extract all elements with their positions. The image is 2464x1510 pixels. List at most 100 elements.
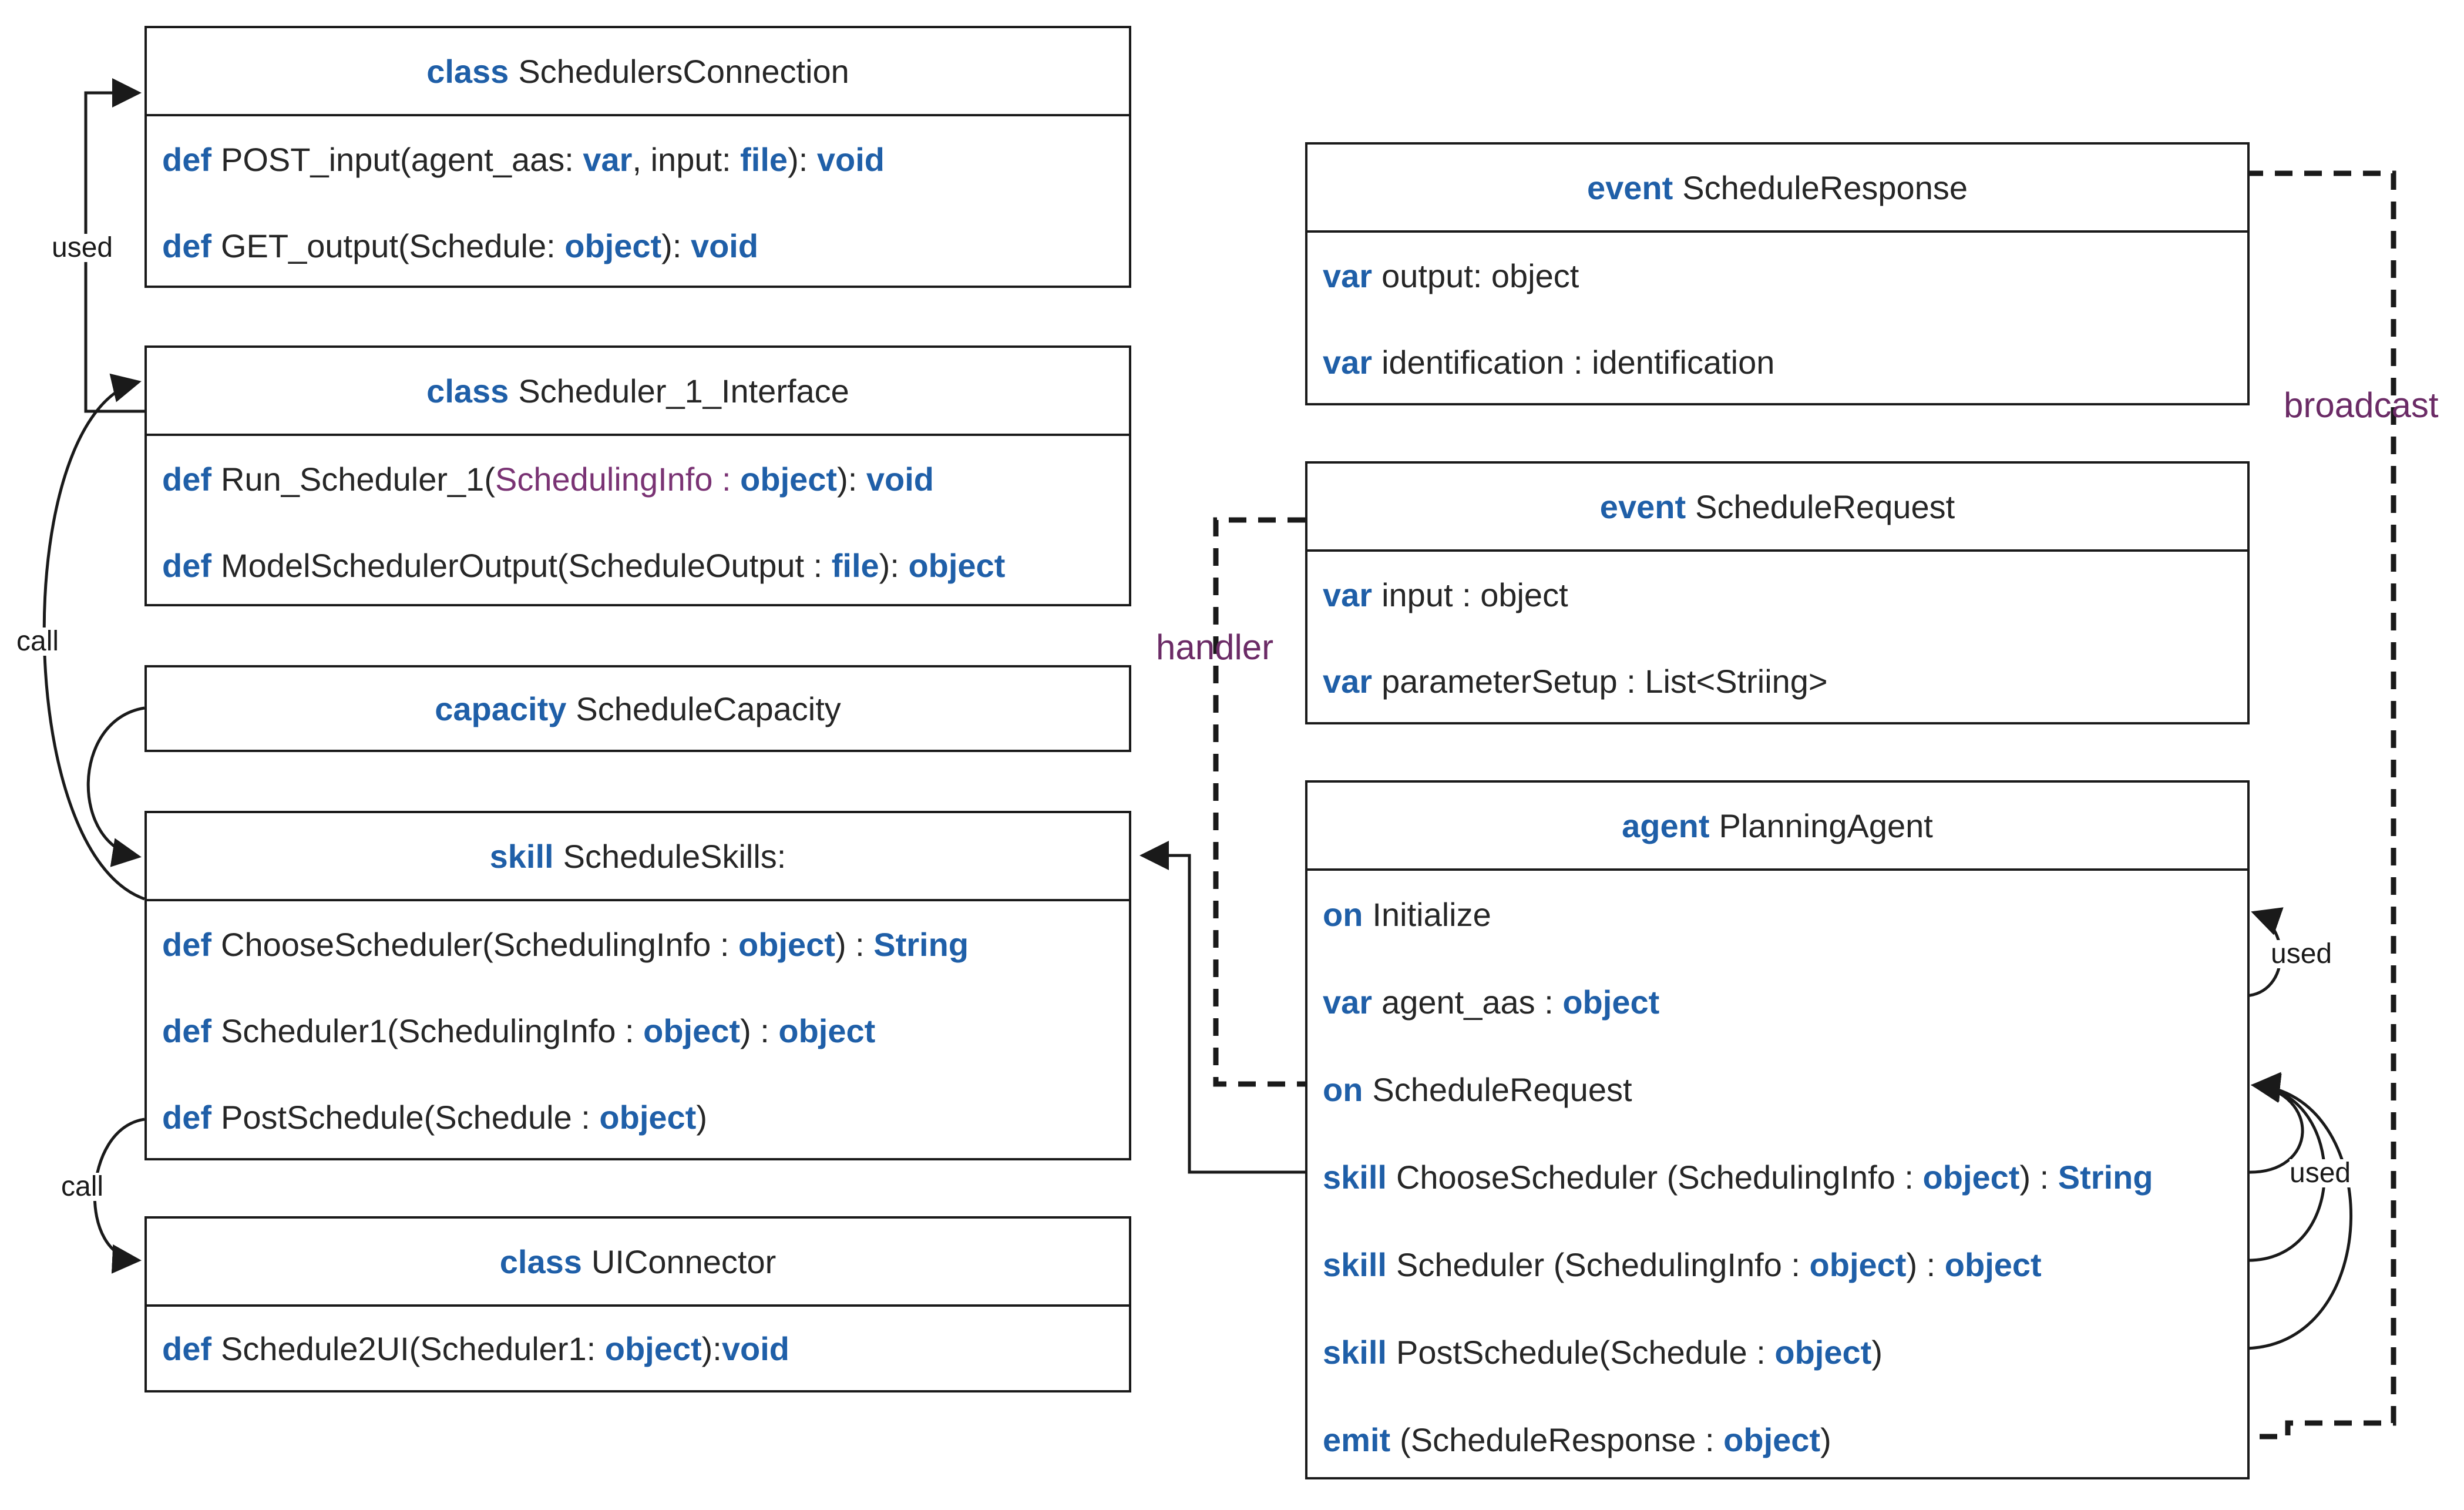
class-name: Scheduler_1_Interface bbox=[518, 372, 849, 410]
keyword-token: var bbox=[1323, 663, 1373, 700]
keyword-token: object bbox=[1944, 1246, 2042, 1283]
keyword-token: def bbox=[162, 1099, 211, 1136]
text-token: ) bbox=[696, 1099, 707, 1136]
text-token: ChooseScheduler (SchedulingInfo : bbox=[1396, 1159, 1923, 1196]
keyword-token: def bbox=[162, 547, 211, 584]
class-header: class SchedulersConnection bbox=[147, 28, 1129, 116]
member-row: def ModelSchedulerOutput(ScheduleOutput :… bbox=[162, 522, 1129, 609]
class-name: UIConnector bbox=[591, 1243, 776, 1280]
keyword-token: String bbox=[873, 926, 969, 963]
skill-keyword: skill bbox=[489, 837, 554, 875]
event-keyword: event bbox=[1587, 169, 1673, 206]
keyword-token: var bbox=[1323, 344, 1373, 381]
agent-name: PlanningAgent bbox=[1719, 807, 1933, 844]
keyword-token: var bbox=[1323, 576, 1373, 613]
keyword-token: on bbox=[1323, 896, 1363, 933]
capacity-schedule-capacity: capacity ScheduleCapacity bbox=[144, 665, 1131, 752]
text-token: ) : bbox=[740, 1012, 779, 1049]
class-header: class Scheduler_1_Interface bbox=[147, 348, 1129, 436]
agent-keyword: agent bbox=[1622, 807, 1710, 844]
member-row: def Run_Scheduler_1(SchedulingInfo : obje… bbox=[162, 436, 1129, 522]
keyword-token: object bbox=[738, 926, 835, 963]
text-token: , input: bbox=[632, 141, 741, 178]
keyword-token: var bbox=[1323, 984, 1373, 1021]
text-token: PostSchedule(Schedule : bbox=[221, 1099, 600, 1136]
text-token: GET_output(Schedule: bbox=[221, 227, 565, 264]
keyword-token: on bbox=[1323, 1071, 1363, 1108]
text-token: Initialize bbox=[1372, 896, 1491, 933]
text-token: ModelSchedulerOutput(ScheduleOutput : bbox=[221, 547, 832, 584]
class-name: SchedulersConnection bbox=[518, 52, 849, 90]
keyword-token: def bbox=[162, 141, 211, 178]
text-token: Run_Scheduler_1( bbox=[221, 461, 495, 498]
text-token: ChooseScheduler(SchedulingInfo : bbox=[221, 926, 739, 963]
broadcast-label: broadcast bbox=[2284, 385, 2439, 425]
keyword-token: String bbox=[2058, 1159, 2153, 1196]
param-token: SchedulingInfo : bbox=[495, 461, 741, 498]
text-token: ) : bbox=[2019, 1159, 2058, 1196]
capacity-keyword: capacity bbox=[435, 690, 567, 727]
keyword-token: object bbox=[740, 461, 838, 498]
keyword-token: def bbox=[162, 1012, 211, 1049]
keyword-token: def bbox=[162, 461, 211, 498]
text-token: ScheduleRequest bbox=[1372, 1071, 1632, 1108]
text-token: identification : identification bbox=[1381, 344, 1775, 381]
class-header: class UIConnector bbox=[147, 1219, 1129, 1307]
keyword-token: object bbox=[1723, 1421, 1821, 1458]
text-token: ): bbox=[701, 1330, 722, 1367]
event-name: ScheduleRequest bbox=[1695, 488, 1955, 525]
class-keyword: class bbox=[426, 52, 509, 90]
class-scheduler-1-interface: class Scheduler_1_Interface def Run_Sched… bbox=[144, 345, 1131, 606]
keyword-token: skill bbox=[1323, 1334, 1387, 1371]
class-schedulers-connection: class SchedulersConnection def POST_input… bbox=[144, 26, 1131, 288]
text-token: POST_input(agent_aas: bbox=[221, 141, 583, 178]
used-loop-post-schedule bbox=[2245, 1072, 2352, 1350]
keyword-token: void bbox=[866, 461, 934, 498]
keyword-token: object bbox=[604, 1330, 702, 1367]
event-header: event ScheduleRequest bbox=[1307, 464, 2247, 552]
text-token: ): bbox=[879, 547, 909, 584]
keyword-token: object bbox=[908, 547, 1006, 584]
keyword-token: void bbox=[690, 227, 759, 264]
keyword-token: skill bbox=[1323, 1246, 1387, 1283]
text-token: ) : bbox=[1906, 1246, 1945, 1283]
text-token: output: object bbox=[1381, 257, 1579, 294]
event-keyword: event bbox=[1599, 488, 1686, 525]
keyword-token: var bbox=[1323, 257, 1373, 294]
keyword-token: def bbox=[162, 227, 211, 264]
used-label-left: used bbox=[52, 232, 113, 263]
class-keyword: class bbox=[426, 372, 509, 410]
skill-name: ScheduleSkills: bbox=[563, 837, 786, 875]
text-token: ): bbox=[837, 461, 866, 498]
capacity-name: ScheduleCapacity bbox=[576, 690, 841, 727]
keyword-token: def bbox=[162, 926, 211, 963]
agent-header: agent PlanningAgent bbox=[1307, 783, 2247, 871]
text-token: agent_aas : bbox=[1381, 984, 1563, 1021]
keyword-token: skill bbox=[1323, 1159, 1387, 1196]
keyword-token: object bbox=[778, 1012, 876, 1049]
text-token: Schedule2UI(Scheduler1: bbox=[221, 1330, 605, 1367]
text-token: ) : bbox=[835, 926, 874, 963]
skill-schedule-skills: skill ScheduleSkills: def ChooseScheduler… bbox=[144, 811, 1131, 1160]
keyword-token: var bbox=[583, 141, 633, 178]
class-body: def Run_Scheduler_1(SchedulingInfo : obje… bbox=[147, 436, 1129, 609]
member-row: emit(ScheduleResponse : object) bbox=[1323, 1396, 2247, 1484]
